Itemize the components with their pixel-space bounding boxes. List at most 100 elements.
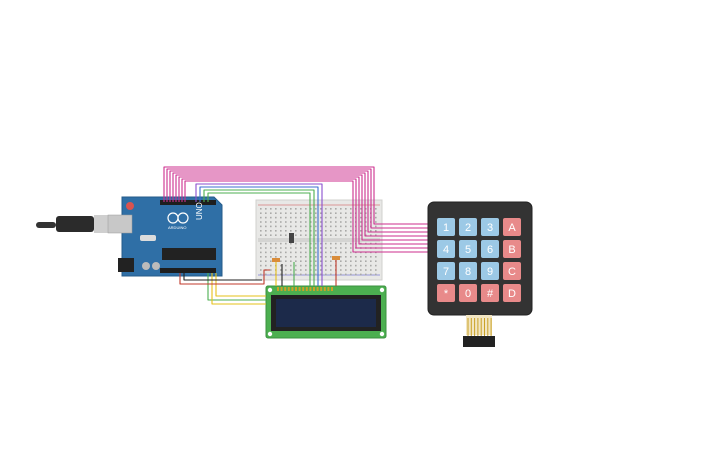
breadboard-hole — [375, 264, 377, 267]
keypad-key-0[interactable]: 0 — [459, 284, 477, 302]
analog-header — [160, 268, 216, 273]
breadboard-hole — [275, 247, 277, 249]
breadboard-hole — [330, 212, 332, 214]
breadboard-hole — [350, 225, 352, 228]
keypad-key-*[interactable]: * — [437, 284, 455, 302]
keypad-key-4[interactable]: 4 — [437, 240, 455, 258]
breadboard-hole — [295, 260, 297, 262]
resistor[interactable] — [272, 258, 280, 262]
breadboard-hole — [330, 273, 332, 276]
breadboard-hole — [300, 260, 302, 262]
usb-cable[interactable] — [36, 215, 108, 233]
breadboard-hole — [280, 251, 282, 254]
keypad-key-1[interactable]: 1 — [437, 218, 455, 236]
breadboard-hole — [375, 273, 377, 276]
breadboard-hole — [370, 230, 372, 232]
breadboard-hole — [265, 251, 267, 254]
breadboard-hole — [310, 269, 312, 271]
breadboard-hole — [315, 273, 317, 276]
power-jack — [118, 258, 134, 272]
breadboard-hole — [310, 212, 312, 214]
breadboard-hole — [335, 221, 337, 223]
breadboard-hole — [310, 234, 312, 236]
breadboard-hole — [335, 242, 337, 245]
breadboard-hole — [335, 208, 337, 210]
breadboard-hole — [330, 234, 332, 236]
lcd-pin — [298, 287, 301, 291]
wire — [169, 170, 432, 233]
breadboard-hole — [260, 269, 262, 271]
breadboard-hole — [355, 273, 357, 276]
arduino-model-text: UNO — [195, 202, 204, 220]
reset-button[interactable] — [126, 202, 134, 210]
breadboard-hole — [290, 212, 292, 214]
keypad-key-9[interactable]: 9 — [481, 262, 499, 280]
keypad-key-D[interactable]: D — [503, 284, 521, 302]
breadboard-hole — [360, 208, 362, 210]
lcd-16x2[interactable] — [265, 285, 387, 339]
breadboard-hole — [265, 212, 267, 214]
wire — [163, 166, 432, 225]
breadboard-hole — [285, 256, 287, 258]
keypad-key-A[interactable]: A — [503, 218, 521, 236]
breadboard-hole — [320, 225, 322, 228]
breadboard-hole — [305, 212, 307, 214]
breadboard-hole — [295, 230, 297, 232]
breadboard-hole — [305, 242, 307, 245]
breadboard-hole — [300, 208, 302, 210]
breadboard-hole — [280, 256, 282, 258]
keypad-key-C[interactable]: C — [503, 262, 521, 280]
breadboard-hole — [330, 221, 332, 223]
keypad-key-B[interactable]: B — [503, 240, 521, 258]
breadboard-hole — [340, 212, 342, 214]
breadboard-hole — [280, 269, 282, 271]
breadboard-hole — [265, 256, 267, 258]
breadboard-hole — [305, 208, 307, 210]
keypad-key-5[interactable]: 5 — [459, 240, 477, 258]
breadboard-hole — [365, 216, 367, 219]
breadboard-hole — [360, 273, 362, 276]
resistor[interactable] — [332, 256, 340, 260]
keypad-key-3[interactable]: 3 — [481, 218, 499, 236]
breadboard-hole — [260, 221, 262, 223]
breadboard-hole — [290, 247, 292, 249]
breadboard-hole — [265, 221, 267, 223]
breadboard-hole — [365, 273, 367, 276]
wire — [211, 273, 266, 305]
breadboard-hole — [280, 216, 282, 219]
breadboard-hole — [305, 269, 307, 271]
breadboard-hole — [375, 256, 377, 258]
keypad-key-6[interactable]: 6 — [481, 240, 499, 258]
breadboard-hole — [320, 221, 322, 223]
breadboard-hole — [320, 230, 322, 232]
breadboard-hole — [290, 242, 292, 245]
breadboard-hole — [315, 247, 317, 249]
keypad-key-2[interactable]: 2 — [459, 218, 477, 236]
breadboard-hole — [300, 242, 302, 245]
breadboard-hole — [260, 247, 262, 249]
breadboard-hole — [300, 225, 302, 228]
breadboard-hole — [270, 260, 272, 262]
breadboard-hole — [325, 221, 327, 223]
breadboard-hole — [280, 230, 282, 232]
breadboard-hole — [290, 216, 292, 219]
keypad-key-#[interactable]: # — [481, 284, 499, 302]
breadboard[interactable] — [255, 199, 383, 281]
breadboard-hole — [260, 260, 262, 262]
breadboard-hole — [325, 247, 327, 249]
wire — [179, 269, 270, 285]
breadboard-hole — [360, 230, 362, 232]
arduino-uno-board[interactable]: ARDUINO UNO — [107, 196, 223, 277]
breadboard-hole — [345, 273, 347, 276]
component-chip — [289, 233, 294, 243]
breadboard-hole — [370, 273, 372, 276]
keypad-key-8[interactable]: 8 — [459, 262, 477, 280]
breadboard-hole — [295, 264, 297, 267]
breadboard-hole — [365, 212, 367, 214]
breadboard-hole — [350, 242, 352, 245]
breadboard-hole — [265, 247, 267, 249]
keypad-key-7[interactable]: 7 — [437, 262, 455, 280]
